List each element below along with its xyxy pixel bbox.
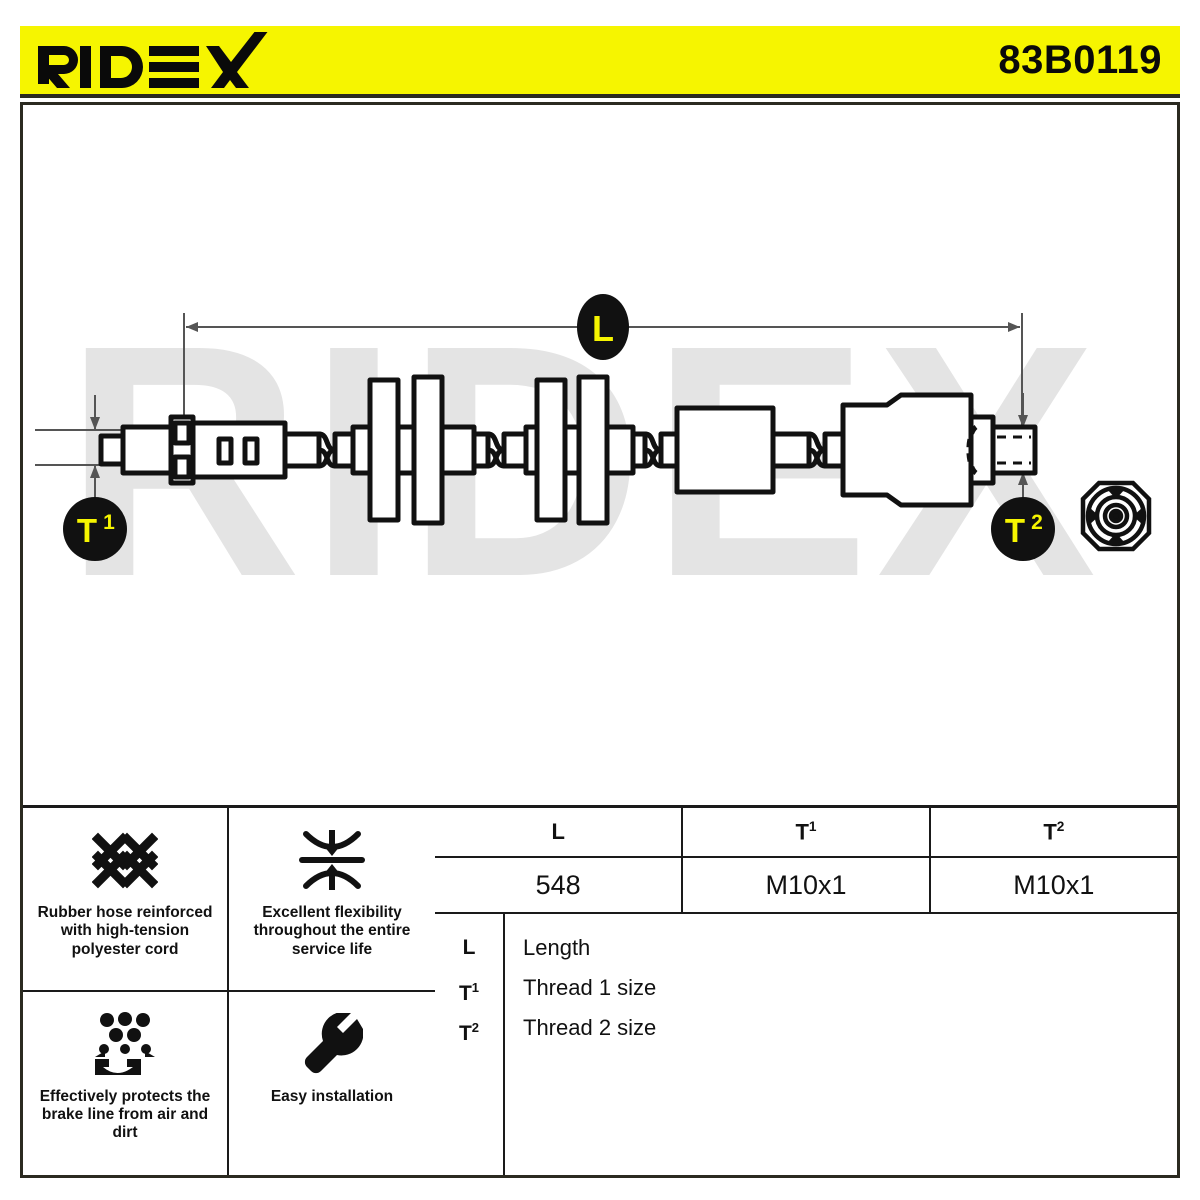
svg-text:2: 2	[1031, 511, 1043, 534]
feature-text: Easy installation	[270, 1087, 394, 1105]
spec-value-L: 548	[435, 857, 684, 914]
ridex-logo	[36, 32, 286, 88]
mesh-weave-icon	[92, 822, 158, 898]
wrench-icon	[301, 1006, 363, 1082]
feature-cell-easy-install: Easy installation	[229, 992, 435, 1176]
badge-L: L	[577, 294, 629, 360]
feature-text: Effectively protects the brake line from…	[39, 1087, 211, 1142]
svg-text:T: T	[1005, 512, 1025, 549]
svg-text:T: T	[77, 512, 97, 549]
badge-T2: T 2	[991, 497, 1055, 561]
legend-desc-length: Length	[523, 935, 591, 960]
svg-text:1: 1	[103, 511, 115, 534]
feature-cell-reinforced: Rubber hose reinforced with high-tension…	[23, 808, 229, 992]
specs-section: L T1 T2 548 M10x1 M10x1	[435, 808, 1177, 1175]
spec-value-row: 548 M10x1 M10x1	[435, 857, 1177, 914]
legend-block: L T1 T2 Length Thread 1 size Thread 2 si…	[435, 914, 1177, 1175]
legend-values: Length Thread 1 size Thread 2 size	[505, 914, 1177, 1175]
spec-header-T1: T1	[681, 808, 931, 858]
legend-desc-thread-2: Thread 2 size	[523, 1015, 657, 1040]
technical-drawing: RIDEX	[23, 105, 1177, 805]
svg-text:L: L	[592, 308, 614, 349]
feature-grid: Rubber hose reinforced with high-tension…	[23, 808, 435, 1175]
content-frame: RIDEX	[20, 102, 1180, 1178]
spec-header-T2: T2	[928, 808, 1177, 858]
spec-value-T2: M10x1	[928, 857, 1177, 914]
end-view-detail	[1080, 480, 1152, 552]
dirt-protection-icon	[87, 1006, 163, 1082]
feature-text: Rubber hose reinforced with high-tension…	[37, 904, 213, 958]
brake-hose-assembly	[98, 374, 1038, 526]
legend-keys: L T1 T2	[435, 914, 505, 1175]
legend-desc-thread-1: Thread 1 size	[523, 975, 657, 1000]
spec-header-L: L	[435, 808, 684, 858]
legend-key-L: L	[462, 936, 476, 959]
badge-T1: T 1	[63, 497, 127, 561]
part-number: 83B0119	[998, 38, 1162, 82]
spec-header-row: L T1 T2	[435, 808, 1177, 858]
flexibility-compression-icon	[296, 822, 368, 898]
spec-table: L T1 T2 548 M10x1 M10x1	[435, 808, 1177, 914]
spec-value-T1: M10x1	[681, 857, 931, 914]
header-bar: 83B0119	[20, 26, 1180, 98]
bottom-section: Rubber hose reinforced with high-tension…	[23, 805, 1177, 1175]
feature-cell-dirt-protection: Effectively protects the brake line from…	[23, 991, 229, 1175]
feature-text: Excellent flexibility throughout the ent…	[253, 904, 411, 958]
feature-cell-flexibility: Excellent flexibility throughout the ent…	[229, 808, 435, 992]
legend-key-T2: T2	[458, 1020, 480, 1045]
legend-key-T1: T1	[458, 980, 480, 1005]
